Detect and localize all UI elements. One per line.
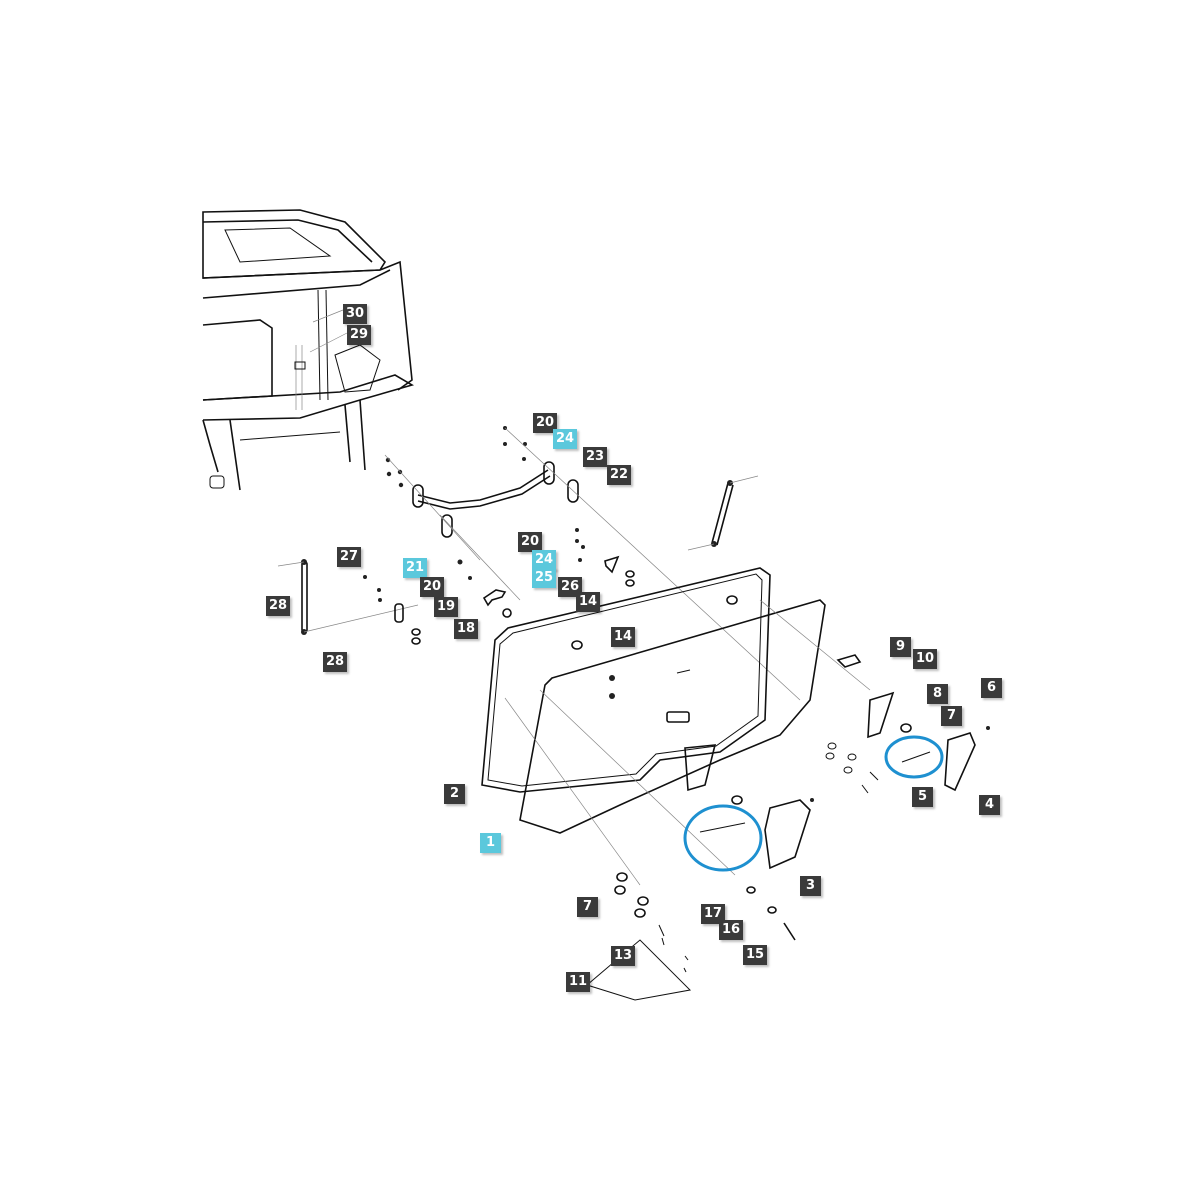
callout-22[interactable]: 22	[607, 465, 632, 485]
callout-10[interactable]: 10	[913, 649, 938, 669]
gas-strut-right	[687, 475, 759, 551]
callout-15[interactable]: 15	[743, 945, 768, 965]
callout-11[interactable]: 11	[566, 972, 591, 992]
callout-20c[interactable]: 20	[518, 532, 543, 552]
lower-hardware	[585, 872, 796, 1001]
callout-14b[interactable]: 14	[611, 627, 636, 647]
pin-3-highlight	[683, 804, 763, 872]
callout-9[interactable]: 9	[890, 637, 911, 657]
hinge-covers	[699, 654, 990, 870]
callout-29[interactable]: 29	[347, 325, 372, 345]
callout-2[interactable]: 2	[444, 784, 465, 804]
callout-20a[interactable]: 20	[533, 413, 558, 433]
callout-4[interactable]: 4	[979, 795, 1000, 815]
gas-strut-left	[277, 559, 419, 635]
callout-30[interactable]: 30	[343, 304, 368, 324]
callout-20b[interactable]: 20	[420, 577, 445, 597]
callout-13[interactable]: 13	[611, 946, 636, 966]
cab-frame	[202, 209, 415, 491]
callout-5[interactable]: 5	[912, 787, 933, 807]
support-bar	[384, 426, 801, 701]
callout-19[interactable]: 19	[434, 597, 459, 617]
callout-16[interactable]: 16	[719, 920, 744, 940]
callout-7a[interactable]: 7	[941, 706, 962, 726]
callout-3[interactable]: 3	[800, 876, 821, 896]
callout-1[interactable]: 1	[480, 833, 501, 853]
callout-25[interactable]: 25	[532, 568, 557, 588]
callout-17[interactable]: 17	[701, 904, 726, 924]
mount-hardware	[363, 528, 635, 645]
callout-14a[interactable]: 14	[576, 592, 601, 612]
callout-24a[interactable]: 24	[553, 429, 578, 449]
callout-6[interactable]: 6	[981, 678, 1002, 698]
callout-28a[interactable]: 28	[266, 596, 291, 616]
callout-24b[interactable]: 24	[532, 550, 557, 570]
callout-28b[interactable]: 28	[323, 652, 348, 672]
callout-18[interactable]: 18	[454, 619, 479, 639]
callout-21[interactable]: 21	[403, 558, 428, 578]
pin-5-highlight	[884, 735, 944, 779]
callout-23[interactable]: 23	[583, 447, 608, 467]
rear-glass-panel	[481, 567, 871, 886]
callout-27[interactable]: 27	[337, 547, 362, 567]
callout-7b[interactable]: 7	[577, 897, 598, 917]
callout-8[interactable]: 8	[927, 684, 948, 704]
